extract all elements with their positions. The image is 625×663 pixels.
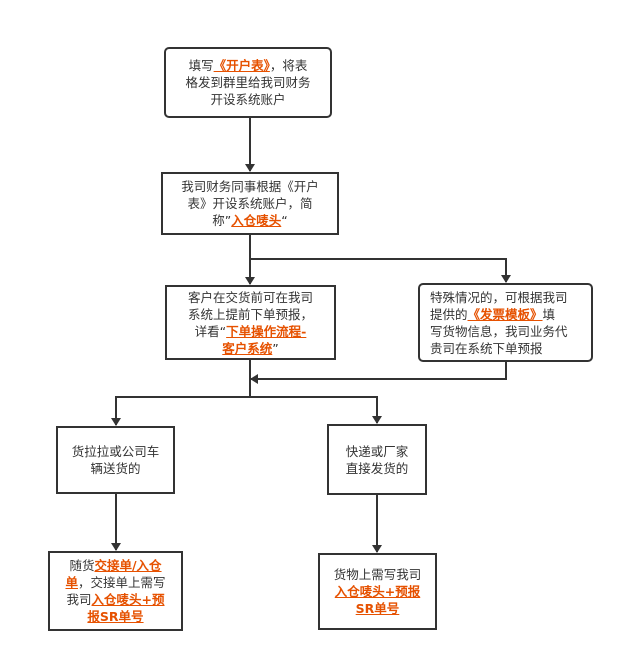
box-text-line: 货拉拉或公司车 [72, 443, 160, 460]
arrow-merge-5 [111, 396, 250, 426]
box-text: 表》开设系统账户，简 [187, 196, 313, 211]
box-text: 货拉拉或公司车 [71, 444, 160, 459]
box-text-line: 开设系统账户 [210, 91, 285, 108]
box-text-line: 详看“下单操作流程- [195, 323, 307, 340]
document-link[interactable]: 客户系统 [222, 340, 273, 356]
arrow-2-4 [250, 258, 511, 283]
step-truck-docs: 随货交接单/入仓单，交接单上需写我司入仓唛头+预报SR单号 [48, 551, 183, 631]
box-text: 客户在交货前可在我司 [187, 289, 313, 305]
box-text-line: 我司入仓唛头+预 [67, 591, 165, 608]
box-text: 特殊情况的，可根据我司 [430, 289, 568, 305]
box-text-line: 提供的《发票模板》填 [430, 306, 555, 323]
box-text: 我司财务同事根据《开户 [181, 179, 319, 194]
step-courier-docs: 货物上需写我司入仓唛头+预报 SR单号 [318, 553, 437, 630]
document-link[interactable]: 入仓唛头+预报 [334, 584, 421, 599]
box-text-line: 单，交接单上需写 [65, 574, 165, 591]
box-text: 开设系统账户 [210, 92, 286, 107]
box-text-line: 贵司在系统下单预报 [430, 340, 543, 357]
box-text: ，将表 [269, 58, 308, 73]
box-text-line: 写货物信息，我司业务代 [430, 323, 568, 340]
box-text: “ [281, 213, 288, 228]
box-text: 系统上提前下单预报， [187, 306, 313, 322]
box-text-line: 格发到群里给我司财务 [185, 74, 310, 91]
box-text-line: 快递或厂家 [346, 443, 409, 460]
box-text-line: 随货交接单/入仓 [69, 557, 161, 574]
step-customer-preorder: 客户在交货前可在我司系统上提前下单预报，详看“下单操作流程-客户系统” [165, 285, 336, 360]
document-link[interactable]: 入仓唛头 [231, 213, 282, 228]
box-text-line: 系统上提前下单预报， [188, 306, 313, 323]
box-text-line: 报SR单号 [87, 608, 143, 625]
box-text-line: SR单号 [356, 600, 400, 617]
document-link[interactable]: SR单号 [355, 601, 400, 616]
box-text: 提供的 [430, 306, 468, 322]
document-link[interactable]: 下单操作流程- [226, 323, 307, 339]
document-link[interactable]: 《发票模板》 [467, 306, 543, 322]
document-link[interactable]: 交接单/入仓 [94, 558, 162, 573]
document-link[interactable]: 单 [65, 575, 78, 590]
box-text-line: 入仓唛头+预报 [335, 583, 420, 600]
box-text-line: 我司财务同事根据《开户 [181, 178, 319, 195]
box-text: 我司 [66, 592, 92, 607]
box-text: 写货物信息，我司业务代 [430, 323, 568, 339]
box-text: 辆送货的 [90, 461, 141, 476]
step-special-case: 特殊情况的，可根据我司提供的《发票模板》填写货物信息，我司业务代贵司在系统下单预… [418, 283, 593, 362]
box-text-line: 特殊情况的，可根据我司 [430, 289, 568, 306]
step-fill-form: 填写《开户表》，将表格发到群里给我司财务开设系统账户 [164, 47, 332, 118]
box-text: 直接发货的 [345, 460, 409, 476]
arrow-4-merge [250, 362, 507, 384]
document-link[interactable]: 《开户表》 [213, 58, 270, 73]
box-text: 随货 [69, 558, 95, 573]
box-text-line: 直接发货的 [346, 460, 409, 477]
box-text: 贵司在系统下单预报 [430, 340, 543, 356]
document-link[interactable]: 报SR单号 [87, 609, 144, 624]
box-text: 货物上需写我司 [333, 567, 422, 582]
box-text-line: 称”入仓唛头“ [212, 212, 287, 229]
box-text-line: 客户系统” [222, 340, 279, 357]
step-truck-delivery: 货拉拉或公司车辆送货的 [56, 426, 175, 494]
box-text-line: 货物上需写我司 [334, 566, 422, 583]
document-link[interactable]: 入仓唛头+预 [91, 592, 165, 607]
step-courier-delivery: 快递或厂家直接发货的 [327, 424, 427, 495]
step-finance-open-account: 我司财务同事根据《开户表》开设系统账户，简称”入仓唛头“ [161, 172, 339, 235]
box-text-line: 表》开设系统账户，简 [187, 195, 312, 212]
box-text-line: 填写《开户表》，将表 [189, 57, 308, 74]
box-text: ，交接单上需写 [78, 575, 166, 590]
box-text: 格发到群里给我司财务 [185, 75, 311, 90]
box-text: 填写 [188, 58, 214, 73]
box-text-line: 客户在交货前可在我司 [188, 289, 313, 306]
box-text: 填 [542, 306, 556, 322]
box-text: ” [272, 340, 279, 356]
box-text: 详看“ [194, 323, 227, 339]
box-text: 称” [212, 213, 232, 228]
box-text: 快递或厂家 [345, 443, 409, 459]
arrow-merge-6 [250, 396, 382, 424]
box-text-line: 辆送货的 [90, 460, 140, 477]
